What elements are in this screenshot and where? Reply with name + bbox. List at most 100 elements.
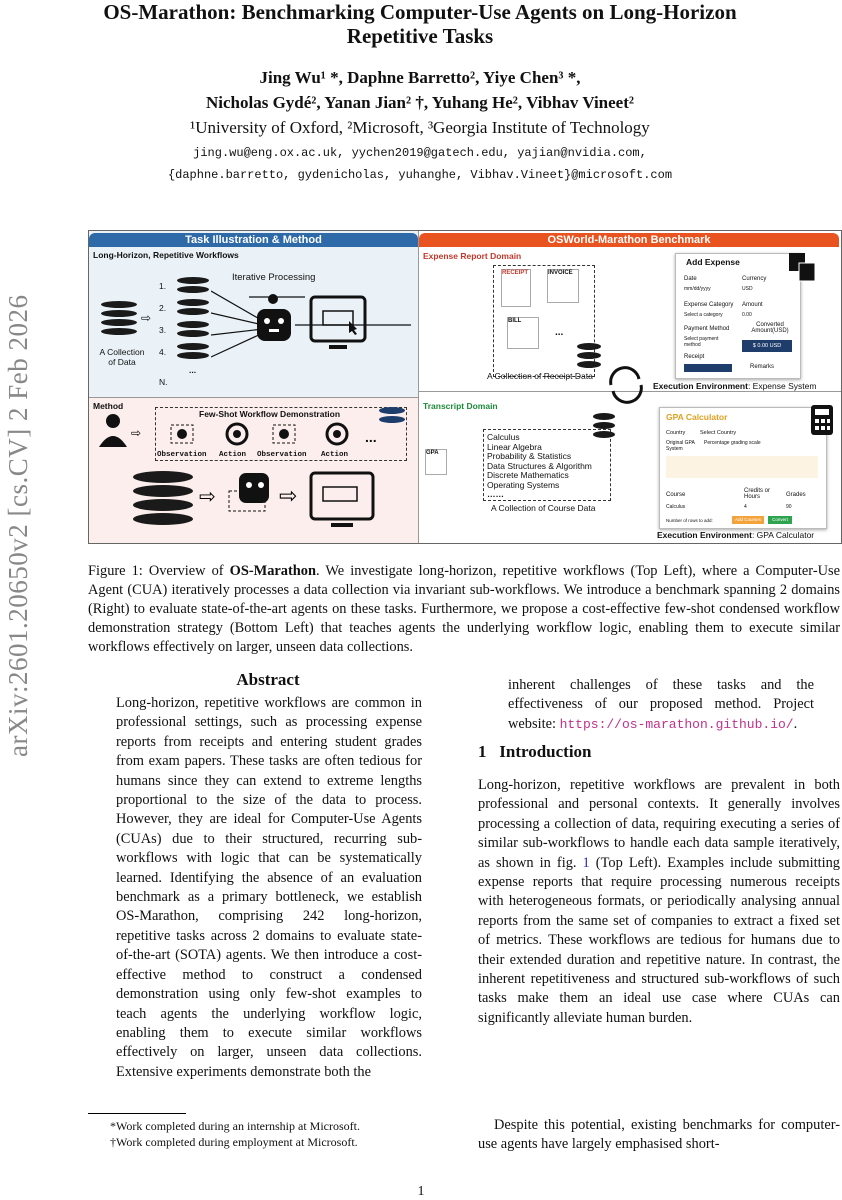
right-panel-header: OSWorld-Marathon Benchmark <box>419 233 839 247</box>
item-1: 1. <box>159 281 167 291</box>
record-stack-icon <box>177 299 209 317</box>
title-line-2: Repetitive Tasks <box>346 24 494 48</box>
gpa-grades-header: Grades <box>786 492 806 498</box>
item-2: 2. <box>159 303 167 313</box>
gpa-row-grade[interactable]: 90 <box>786 504 792 510</box>
form-amount-label: Amount <box>742 302 763 308</box>
gpa-credits-header: Credits or Hours <box>744 488 771 500</box>
figure-caption: Figure 1: Overview of OS-Marathon. We in… <box>88 563 840 655</box>
form-amount-input[interactable]: 0.00 <box>742 312 752 318</box>
right-divider <box>419 391 841 392</box>
item-3: 3. <box>159 325 167 335</box>
observation-label-2: Observation <box>257 451 307 459</box>
collection-label: A Collection of Data <box>99 347 145 367</box>
form-remarks-label: Remarks <box>750 364 775 370</box>
database-icon <box>101 301 137 337</box>
robot-monitor-illustration <box>211 290 411 358</box>
cycle-arrows-icon <box>609 366 643 404</box>
expense-domain-label: Expense Report Domain <box>423 251 522 261</box>
arrow-right-icon: ⇨ <box>141 311 152 325</box>
form-converted-label: Converted Amount(USD) <box>751 322 789 334</box>
svg-text:⇨: ⇨ <box>131 426 141 440</box>
gpa-convert-button[interactable]: Convert <box>768 516 792 524</box>
abstract-title: Abstract <box>236 670 300 689</box>
gpa-add-courses-button[interactable]: Add Courses <box>732 516 764 524</box>
left-panel-header: Task Illustration & Method <box>89 233 418 247</box>
affiliations: ¹University of Oxford, ²Microsoft, ³Geor… <box>190 118 650 137</box>
gpa-original-label: Original GPA System <box>666 440 695 452</box>
action-label-2: Action <box>321 451 349 459</box>
agent-to-screen-illustration: ⇨ ⇨ <box>199 471 375 527</box>
receipt-database-icon <box>577 343 601 370</box>
intro-paragraph-2: Despite this potential, existing benchma… <box>478 1117 840 1153</box>
project-website-link[interactable]: https://os-marathon.github.io/ <box>559 716 794 732</box>
gpa-row-course[interactable]: Calculus <box>666 504 686 510</box>
add-expense-form: Add Expense Date mm/dd/yyyy Currency USD… <box>675 253 801 379</box>
emails-line-1: jing.wu@eng.ox.ac.uk, yychen2019@gatech.… <box>193 146 647 160</box>
fewshot-label: Few-Shot Workflow Demonstration <box>199 409 341 419</box>
method-label: Method <box>93 401 124 411</box>
item-n: N. <box>159 377 168 387</box>
form-payment-select[interactable]: Select payment method <box>684 336 719 348</box>
course-collection-box <box>483 429 611 501</box>
paper-title: OS-Marathon: Benchmarking Computer-Use A… <box>60 0 780 48</box>
small-database-icon <box>379 407 405 425</box>
form-payment-label: Payment Method <box>684 326 730 332</box>
section-heading: 1 Introduction <box>478 742 592 761</box>
form-date-input[interactable]: mm/dd/yyyy <box>684 286 711 292</box>
record-stack-icon <box>177 277 209 295</box>
abstract-continuation: inherent challenges of these tasks and t… <box>508 677 814 732</box>
gpa-country-select[interactable]: Select Country <box>700 430 737 436</box>
intro-paragraph-1: Long-horizon, repetitive workflows are p… <box>478 777 840 1026</box>
figure-1: Task Illustration & Method Long-Horizon,… <box>88 230 842 544</box>
big-database-icon <box>133 471 193 527</box>
footnote-rule <box>88 1113 186 1114</box>
authors-line-1: Jing Wu¹ *, Daphne Barretto², Yiye Chen³… <box>259 68 581 87</box>
form-category-label: Expense Category <box>684 302 734 308</box>
course-database-icon <box>593 413 615 440</box>
exec-env-expense: Execution Environment: Expense System <box>653 381 817 391</box>
add-expense-title: Add Expense <box>686 257 740 267</box>
form-receipt-label: Receipt <box>684 354 705 360</box>
upload-button[interactable] <box>684 364 732 372</box>
gpa-info-box <box>666 456 818 478</box>
expense-calculator-icon <box>789 253 816 282</box>
figure-ref-link[interactable]: 1 <box>582 854 590 871</box>
record-stack-icon <box>177 321 209 339</box>
footnote-2: †Work completed during employment at Mic… <box>110 1135 358 1149</box>
svg-text:⇨: ⇨ <box>279 483 297 508</box>
observation-label-1: Observation <box>157 451 207 459</box>
svg-text:⇨: ⇨ <box>199 486 216 508</box>
form-category-select[interactable]: Select a category <box>684 312 723 318</box>
form-currency-select[interactable]: USD <box>742 286 753 292</box>
abstract-body: Long-horizon, repetitive workflows are c… <box>116 695 422 1080</box>
item-ellipsis: ... <box>189 365 197 375</box>
gpa-calc-title: GPA Calculator <box>666 412 728 422</box>
transcript-doc-icon: GPA <box>425 449 447 475</box>
transcript-domain-label: Transcript Domain <box>423 401 498 411</box>
iterative-label: Iterative Processing <box>232 272 316 283</box>
gpa-calculator-icon <box>811 405 833 435</box>
title-line-1: OS-Marathon: Benchmarking Computer-Use A… <box>103 0 737 24</box>
footnote-1: *Work completed during an internship at … <box>110 1119 360 1133</box>
camera-target-icons <box>170 422 349 446</box>
bill-icon: BILL <box>507 317 539 349</box>
arxiv-sidebar-id: arXiv:2601.20650v2 [cs.CV] 2 Feb 2026 <box>3 294 33 757</box>
receipt-ellipsis: ... <box>555 327 564 338</box>
invoice-icon: INVOICE <box>547 269 579 303</box>
gpa-row-credits[interactable]: 4 <box>744 504 747 510</box>
form-currency-label: Currency <box>742 276 767 282</box>
course-collection-label: A Collection of Course Data <box>491 503 596 513</box>
receipt-collection-box <box>493 265 595 377</box>
footnotes: *Work completed during an internship at … <box>110 1118 440 1150</box>
page-number: 1 <box>417 1184 425 1199</box>
long-horizon-label: Long-Horizon, Repetitive Workflows <box>93 250 239 260</box>
action-label-1: Action <box>219 451 247 459</box>
gpa-percentage-label: Percentage grading scale <box>704 440 761 446</box>
user-icon: ⇨ <box>99 414 141 447</box>
demo-ellipsis: ... <box>365 429 377 445</box>
form-date-label: Date <box>684 276 697 282</box>
gpa-rows-label: Number of rows to add: <box>666 518 713 523</box>
fewshot-demo-box <box>155 407 407 461</box>
authors-line-2: Nicholas Gydé², Yanan Jian² †, Yuhang He… <box>205 93 634 112</box>
